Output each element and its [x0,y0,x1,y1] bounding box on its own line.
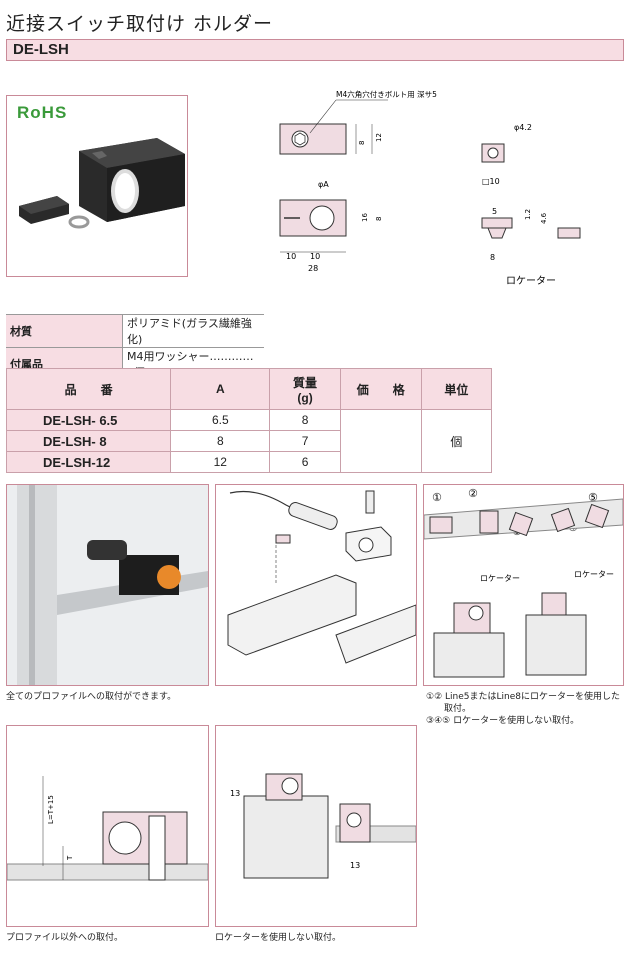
mass-value: 6 [269,451,341,473]
locator-label-b: ロケーター [574,570,614,579]
dim-sq10: □10 [482,177,500,186]
dim-46: 4.6 [540,212,548,224]
part-no: DE-LSH- 8 [5,430,172,452]
product-photo [19,138,185,229]
figure-exploded [215,484,417,686]
figure-non-profile: L=T+15 T [6,725,209,927]
dim-10b: 10 [310,252,320,261]
no-locator-diagram: 13 13 [230,773,417,879]
table-row: DE-LSH- 6.5 6.5 8 個 [5,409,493,473]
dim-28: 28 [308,264,318,273]
mass-value: 7 [269,430,341,452]
spec-label: 材質 [6,314,123,348]
figure-photo-install [6,484,209,686]
rohs-logo: RoHS [17,103,68,122]
header-part-no: 品 番 [5,368,172,410]
part-no: DE-LSH- 6.5 [5,409,172,431]
figure-no-locator: 13 13 [215,725,417,927]
dim-10a: 10 [286,252,296,261]
dim-8b: 8 [375,217,383,221]
product-photo-panel: RoHS [6,95,188,277]
model-bar: DE-LSH [6,39,624,61]
dim-16: 16 [361,213,369,222]
dim-phi42: φ4.2 [514,123,532,132]
parts-table: 品 番 A 質量(g) 価 格 単位 DE-LSH- 6.5 6.5 8 個 D… [5,368,493,473]
page-title: 近接スイッチ取付け ホルダー [6,13,274,35]
dimension-drawings: M4六角穴付きボルト用 深サ5 8 12 φA 16 8 10 10 28 φ4… [279,89,581,287]
locator-label-a: ロケーター [480,574,520,583]
a-value: 8 [170,430,271,452]
header-a: A [170,368,271,410]
bolt-note: M4六角穴付きボルト用 深サ5 [336,89,437,99]
dim-8: 8 [358,141,366,145]
spec-row: 材質ポリアミド(ガラス繊維強化) [6,314,264,348]
dim-8c: 8 [490,253,495,262]
marker-1: ① [432,491,442,504]
caption-2-line3: ③④⑤ ロケーターを使用しない取付。 [426,716,580,726]
install-photo [7,485,208,685]
caption-3: プロファイル以外への取付。 [6,933,124,943]
figure-variants: ① ② ⑤ ③ ④ ロケーター ロケーター [423,484,624,686]
header-price: 価 格 [339,368,422,410]
dim-L: L=T+15 [47,795,55,824]
dim-T: T [66,855,74,861]
header-mass: 質量(g) [269,368,341,410]
dim-5: 5 [492,207,497,216]
exploded-view [227,490,417,664]
price-cell [339,409,422,473]
spec-value: ポリアミド(ガラス繊維強化) [122,314,264,348]
header-unit: 単位 [420,368,493,410]
model-code: DE-LSH [13,41,69,58]
non-profile-diagram: L=T+15 T [6,776,209,881]
dim-phiA: φA [318,180,329,189]
mass-value: 8 [269,409,341,431]
unit-value: 個 [420,409,493,473]
dim-12b: 1.2 [524,209,532,220]
table-row: DE-LSH-12 12 6 [5,451,492,473]
caption-1: 全てのプロファイルへの取付ができます。 [6,692,177,702]
caption-4: ロケーターを使用しない取付。 [215,933,342,943]
locator-label: ロケーター [506,275,556,287]
marker-5: ⑤ [588,491,598,504]
variants-diagram: ① ② ⑤ ③ ④ ロケーター ロケーター [423,487,624,678]
marker-2: ② [468,487,478,500]
caption-2-line2: 取付。 [444,704,472,714]
a-value: 12 [170,451,271,473]
part-no: DE-LSH-12 [5,451,172,473]
dim-12: 12 [375,133,383,142]
a-value: 6.5 [170,409,271,431]
dim-13a: 13 [230,789,240,798]
dim-13b: 13 [350,861,360,870]
caption-2-line1: ①② Line5またはLine8にロケーターを使用した [426,692,620,702]
